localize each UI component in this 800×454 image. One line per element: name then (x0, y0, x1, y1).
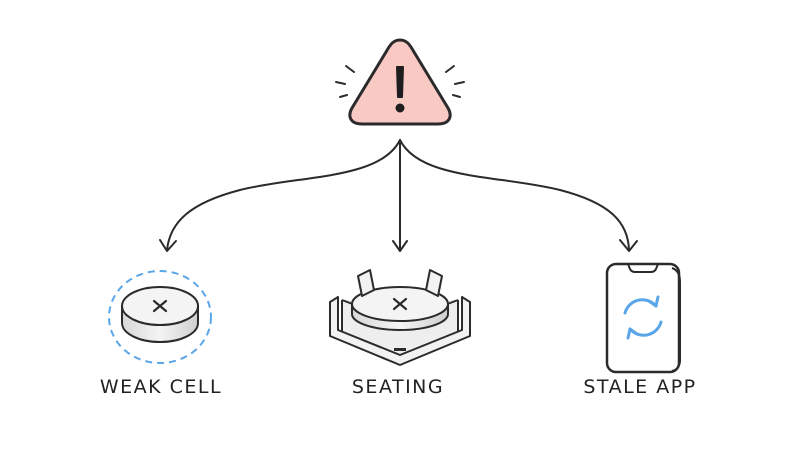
alert-burst-lines (335, 65, 465, 98)
coin-battery-icon (108, 270, 212, 364)
label-weak-cell: WEAK CELL (99, 376, 223, 398)
arrow-to-stale-app (399, 139, 630, 251)
label-stale-app: STALE APP (583, 376, 697, 398)
battery-holder-icon (329, 269, 471, 366)
arrow-to-weak-cell (166, 139, 401, 251)
smartphone-sync-icon (605, 262, 681, 374)
arrow-to-seating-head (392, 240, 408, 252)
arrow-to-stale-app-head (619, 239, 638, 252)
arrow-to-weak-cell-head (159, 239, 177, 252)
label-seating: SEATING (351, 376, 445, 398)
warning-triangle-icon (348, 38, 452, 126)
